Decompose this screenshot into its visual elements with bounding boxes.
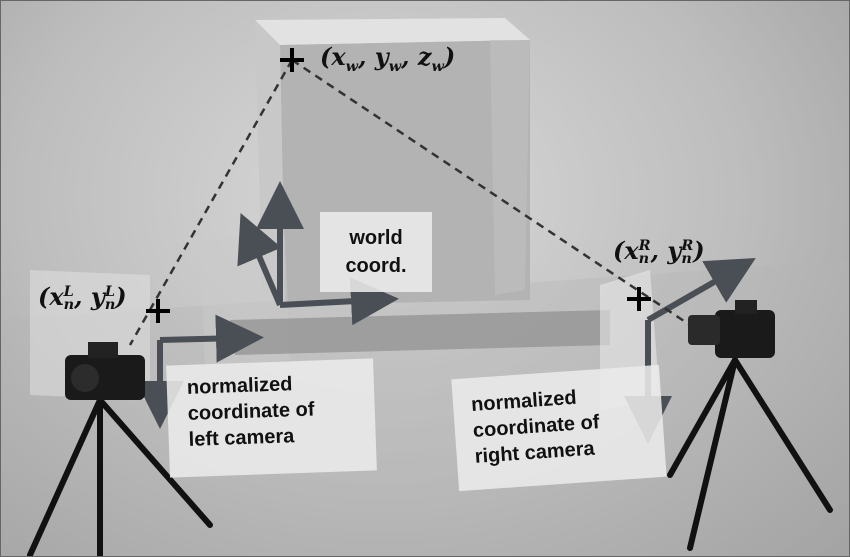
left-label-line3: left camera xyxy=(188,425,295,451)
camera-icon xyxy=(65,342,145,400)
tripod-icon xyxy=(667,357,833,551)
right-projection-line xyxy=(291,58,691,327)
rail-bar xyxy=(230,310,610,355)
right-camera-label: normalized coordinate of right camera xyxy=(451,364,667,492)
world-y-axis xyxy=(237,212,283,307)
left-camera-axes xyxy=(136,314,264,429)
cross-marker-icon xyxy=(627,287,651,311)
cross-marker-icon xyxy=(280,48,304,72)
projection-lines xyxy=(128,58,691,346)
world-coord-label: world coord. xyxy=(320,212,432,292)
camera-icon xyxy=(688,300,775,358)
left-projection-line xyxy=(128,59,294,346)
world-label-line1: world xyxy=(349,227,403,249)
tripod-icon xyxy=(27,397,213,557)
world-label-line2: coord. xyxy=(345,255,407,277)
left-camera-label: normalized coordinate of left camera xyxy=(166,358,377,478)
cross-marker-icon xyxy=(146,299,170,323)
world-axes xyxy=(237,181,399,326)
world-point-label: (xw, yw, zw) xyxy=(320,42,456,75)
world-x-axis xyxy=(279,277,399,326)
